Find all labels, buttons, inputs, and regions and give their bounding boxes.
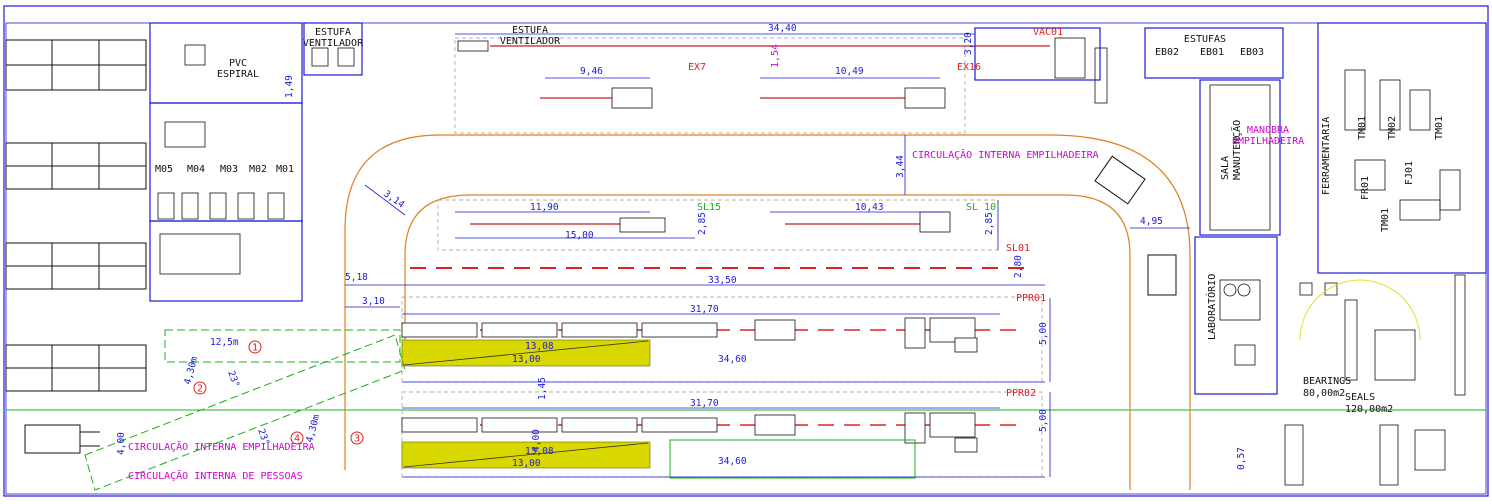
dim-4-30m-b: 4,30m bbox=[304, 413, 322, 444]
bearings-seals-equipment bbox=[1284, 274, 1466, 486]
markers bbox=[193, 340, 364, 445]
dim-4-00a: 4,00 bbox=[116, 432, 127, 455]
dim-13-08b: 13,08 bbox=[525, 446, 554, 457]
pedestrian-path bbox=[84, 329, 406, 491]
dim-1-45: 1,45 bbox=[537, 377, 548, 400]
marker-4: 4 bbox=[294, 434, 300, 445]
dim-15-00: 15,00 bbox=[565, 230, 594, 241]
room-bearings-area: 80,00m2 bbox=[1303, 388, 1345, 399]
machine-vac01: VAC01 bbox=[1033, 27, 1063, 38]
circulation-empilhadeira-top: CIRCULAÇÃO INTERNA EMPILHADEIRA bbox=[912, 148, 1099, 161]
dim-3-44: 3,44 bbox=[895, 155, 906, 178]
ppr-equipment bbox=[401, 317, 978, 453]
dim-11-90: 11,90 bbox=[530, 202, 559, 213]
room-laboratorio: LABORATÓRIO bbox=[1205, 274, 1218, 340]
dim-13-00a: 13,00 bbox=[512, 354, 541, 365]
dim-31-70b: 31,70 bbox=[690, 398, 719, 409]
dim-10-43: 10,43 bbox=[855, 202, 884, 213]
dim-3-14: 3,14 bbox=[381, 188, 406, 210]
storage-racks bbox=[5, 39, 147, 392]
room-seals: SEALS bbox=[1345, 392, 1375, 403]
machine-m01: M01 bbox=[276, 164, 294, 175]
ppr-conveyor-diagonals bbox=[403, 340, 649, 468]
dim-1-49: 1,49 bbox=[284, 75, 295, 98]
room-bearings: BEARINGS bbox=[1303, 376, 1351, 387]
dimension-lines bbox=[345, 33, 1190, 478]
forklift-path bbox=[344, 134, 1191, 490]
room-ferramentaria: FERRAMENTARIA bbox=[1321, 117, 1332, 195]
machine-sl01: SL01 bbox=[1006, 243, 1030, 254]
dim-4-00b: 4,00 bbox=[531, 429, 542, 452]
dim-5-00a: 5,00 bbox=[1038, 322, 1049, 345]
room-sala-manutencao: SALAMANUTENÇÃO bbox=[1220, 120, 1243, 180]
left-rooms bbox=[149, 22, 363, 302]
machine-tm01b: TM01 bbox=[1434, 116, 1445, 140]
lab-equipment bbox=[1209, 84, 1271, 366]
green-outline bbox=[669, 439, 916, 479]
circulation-empilhadeira-bottom: CIRCULAÇÃO INTERNA EMPILHADEIRA bbox=[128, 440, 315, 453]
dim-4-30m-a: 4,30m bbox=[182, 355, 200, 386]
machine-m03: M03 bbox=[220, 164, 238, 175]
dim-10-49: 10,49 bbox=[835, 66, 864, 77]
dim-3-20: 3,20 bbox=[963, 32, 974, 55]
dim-5-18: 5,18 bbox=[345, 272, 368, 283]
marker-2: 2 bbox=[197, 384, 203, 395]
dim-12-5m: 12,5m bbox=[210, 337, 239, 348]
machine-ppr01: PPR01 bbox=[1016, 293, 1046, 304]
dim-4-95: 4,95 bbox=[1140, 216, 1163, 227]
dim-23-a: 23° bbox=[225, 369, 241, 389]
dim-2-80: 2,80 bbox=[1013, 255, 1024, 278]
dim-3-10: 3,10 bbox=[362, 296, 385, 307]
dim-33-50: 33,50 bbox=[708, 275, 737, 286]
dim-34-40: 34,40 bbox=[768, 23, 797, 34]
dim-34-60a: 34,60 bbox=[718, 354, 747, 365]
dim-5-00b: 5,00 bbox=[1038, 409, 1049, 432]
machine-fr01: FR01 bbox=[1360, 176, 1371, 200]
machine-fj01: FJ01 bbox=[1404, 161, 1415, 185]
dim-2-85b: 2,85 bbox=[984, 212, 995, 235]
dim-31-70a: 31,70 bbox=[690, 304, 719, 315]
machine-tm02: TM02 bbox=[1387, 116, 1398, 140]
machine-sl10: SL 10 bbox=[966, 202, 996, 213]
marker-3: 3 bbox=[354, 434, 360, 445]
marker-1: 1 bbox=[252, 343, 258, 354]
molding-machines bbox=[157, 44, 355, 275]
room-seals-area: 120,00m2 bbox=[1345, 404, 1393, 415]
dim-1-54: 1,54 bbox=[770, 44, 781, 68]
extrusion-zone bbox=[437, 37, 999, 251]
tooling-equipment bbox=[1344, 69, 1461, 221]
machine-m05: M05 bbox=[155, 164, 173, 175]
machine-sl15: SL15 bbox=[697, 202, 721, 213]
ppr-conveyors bbox=[401, 339, 651, 469]
machine-ex16: EX16 bbox=[957, 62, 981, 73]
dim-13-08a: 13,08 bbox=[525, 341, 554, 352]
room-estufas: ESTUFAS bbox=[1184, 34, 1226, 45]
forklift-icon bbox=[24, 155, 1177, 454]
circulation-pessoas: CIRCULAÇÃO INTERNA DE PESSOAS bbox=[128, 469, 303, 482]
extrusion-equipment bbox=[457, 37, 1108, 233]
dim-2-85a: 2,85 bbox=[697, 212, 708, 235]
machine-tm01: TM01 bbox=[1357, 116, 1368, 140]
machine-m02: M02 bbox=[249, 164, 267, 175]
right-rooms bbox=[974, 22, 1487, 395]
dim-13-00b: 13,00 bbox=[512, 458, 541, 469]
dim-0-57: 0,57 bbox=[1236, 447, 1247, 470]
machine-tm01c: TM01 bbox=[1380, 208, 1391, 232]
machine-eb01: EB01 bbox=[1200, 47, 1224, 58]
machine-eb03: EB03 bbox=[1240, 47, 1264, 58]
machine-ex7: EX7 bbox=[688, 62, 706, 73]
dim-9-46: 9,46 bbox=[580, 66, 603, 77]
machine-m04: M04 bbox=[187, 164, 205, 175]
dim-34-60b: 34,60 bbox=[718, 456, 747, 467]
machine-eb02: EB02 bbox=[1155, 47, 1179, 58]
machine-ppr02: PPR02 bbox=[1006, 388, 1036, 399]
